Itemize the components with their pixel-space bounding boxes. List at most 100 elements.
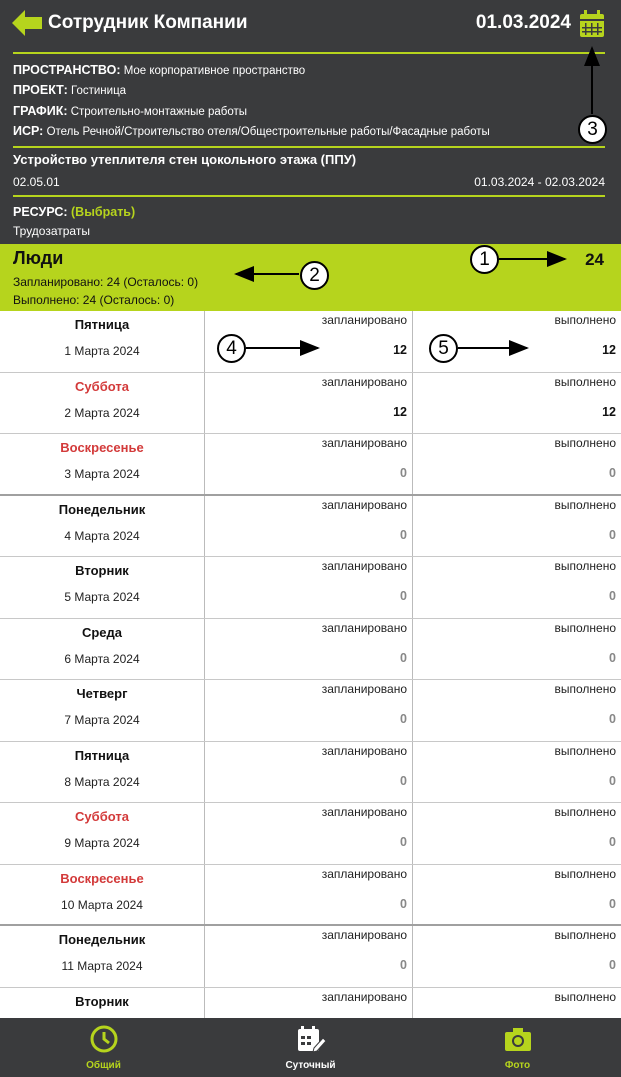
back-arrow-icon[interactable]	[12, 10, 42, 36]
done-label: выполнено	[554, 374, 616, 389]
info-project: ПРОЕКТ: Гостиница	[13, 83, 127, 97]
summary-total: 24	[585, 250, 604, 269]
planned-label: запланировано	[321, 559, 407, 573]
done-cell[interactable]: выполнено 0	[413, 496, 621, 557]
done-value[interactable]: 0	[609, 589, 616, 603]
done-value[interactable]: 0	[609, 896, 616, 911]
day-date: 10 Марта 2024	[61, 897, 143, 912]
planned-value[interactable]: 0	[400, 896, 407, 911]
done-value[interactable]: 12	[602, 343, 616, 357]
day-date: 4 Марта 2024	[64, 528, 140, 543]
task-title: Устройство утеплителя стен цокольного эт…	[13, 152, 357, 167]
done-value[interactable]: 0	[609, 958, 616, 972]
tab-photo[interactable]: Фото	[414, 1018, 621, 1077]
callout-2: 2	[300, 261, 329, 290]
done-cell[interactable]: выполнено 12	[413, 373, 621, 434]
done-value[interactable]: 0	[609, 835, 616, 849]
info-isr: ИСР: Отель Речной/Строительство отеля/Об…	[13, 124, 490, 138]
planned-value[interactable]: 0	[400, 466, 407, 480]
day-date: 3 Марта 2024	[64, 467, 140, 481]
day-cell: Воскресенье 3 Марта 2024	[0, 434, 205, 494]
done-cell[interactable]: выполнено	[413, 988, 621, 1019]
day-date: 6 Марта 2024	[64, 651, 140, 666]
done-label: выполнено	[554, 497, 616, 512]
planned-value[interactable]: 0	[400, 527, 407, 542]
planned-label: запланировано	[321, 743, 407, 758]
day-name: Воскресенье	[60, 440, 144, 455]
planned-value[interactable]: 0	[400, 958, 407, 972]
planned-label: запланировано	[321, 682, 407, 696]
day-name: Среда	[81, 624, 123, 640]
done-value[interactable]: 0	[609, 466, 616, 480]
planned-cell[interactable]: запланировано 0	[205, 741, 413, 802]
clock-icon	[90, 1025, 117, 1053]
tab-general-label: Общий	[86, 1060, 121, 1071]
done-cell[interactable]: выполнено 12	[413, 311, 621, 372]
header: Сотрудник Компании 01.03.2024 ПРОСТРАНСТ…	[0, 0, 621, 244]
planned-value[interactable]: 0	[400, 712, 407, 726]
planned-cell[interactable]: запланировано	[205, 987, 413, 1018]
current-date[interactable]: 01.03.2024	[475, 12, 571, 33]
done-value[interactable]: 0	[609, 650, 616, 665]
top-bar: Сотрудник Компании 01.03.2024	[0, 0, 621, 50]
planned-value[interactable]: 12	[393, 404, 407, 419]
day-date: 9 Марта 2024	[64, 836, 140, 850]
done-value[interactable]: 0	[609, 773, 616, 788]
planned-cell[interactable]: запланировано 0	[205, 557, 413, 618]
divider	[13, 195, 605, 197]
done-value[interactable]: 0	[609, 527, 616, 542]
day-date: 5 Марта 2024	[64, 590, 140, 604]
planned-value[interactable]: 0	[400, 835, 407, 849]
day-name: Понедельник	[58, 501, 146, 517]
resource-selector[interactable]: РЕСУРС: (Выбрать)	[13, 205, 136, 219]
resource-pick-link[interactable]: (Выбрать)	[71, 205, 136, 219]
day-date: 7 Марта 2024	[64, 713, 140, 727]
bottom-nav: Общий Суточный Фото	[0, 1018, 621, 1077]
info-schedule: ГРАФИК: Строительно-монтажные работы	[13, 104, 248, 118]
calendar-edit-icon	[297, 1026, 326, 1053]
tab-general[interactable]: Общий	[0, 1018, 207, 1077]
done-value[interactable]: 0	[609, 712, 616, 726]
planned-value[interactable]: 0	[400, 589, 407, 603]
planned-value[interactable]: 12	[393, 343, 407, 357]
tab-daily[interactable]: Суточный	[207, 1018, 414, 1077]
done-label: выполнено	[554, 313, 616, 327]
planned-value[interactable]: 0	[400, 650, 407, 665]
calendar-icon[interactable]	[579, 10, 605, 38]
planned-value[interactable]: 0	[400, 773, 407, 788]
planned-cell[interactable]: запланировано 0	[205, 680, 413, 741]
divider	[13, 52, 605, 54]
done-value[interactable]: 12	[602, 404, 616, 419]
